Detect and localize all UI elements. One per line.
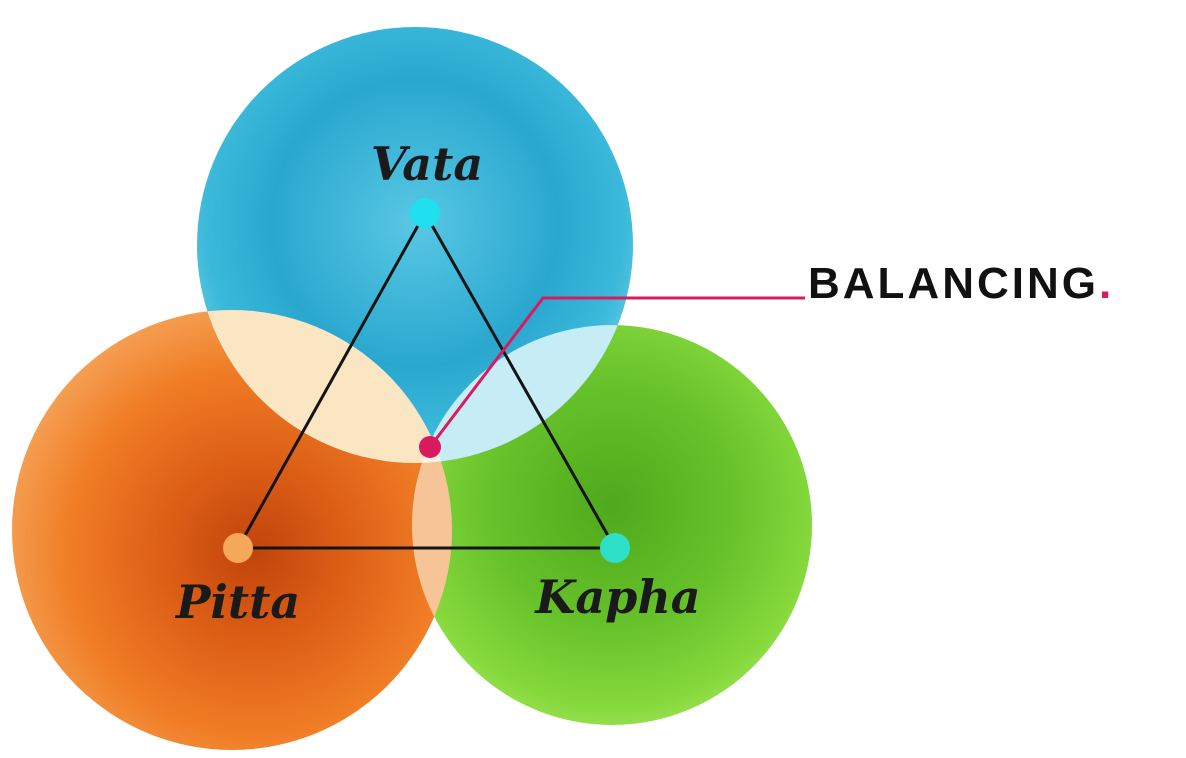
balancing-word: BALANCING: [808, 259, 1099, 308]
pitta-dot: [223, 533, 253, 563]
pitta-label: Pitta: [174, 575, 300, 629]
balance-dot: [419, 436, 441, 458]
balancing-period: .: [1099, 259, 1114, 308]
vata-label: Vata: [371, 137, 483, 191]
kapha-label: Kapha: [533, 570, 700, 624]
balancing-label: BALANCING.: [808, 259, 1114, 308]
kapha-dot: [600, 533, 630, 563]
vata-dot: [410, 198, 440, 228]
